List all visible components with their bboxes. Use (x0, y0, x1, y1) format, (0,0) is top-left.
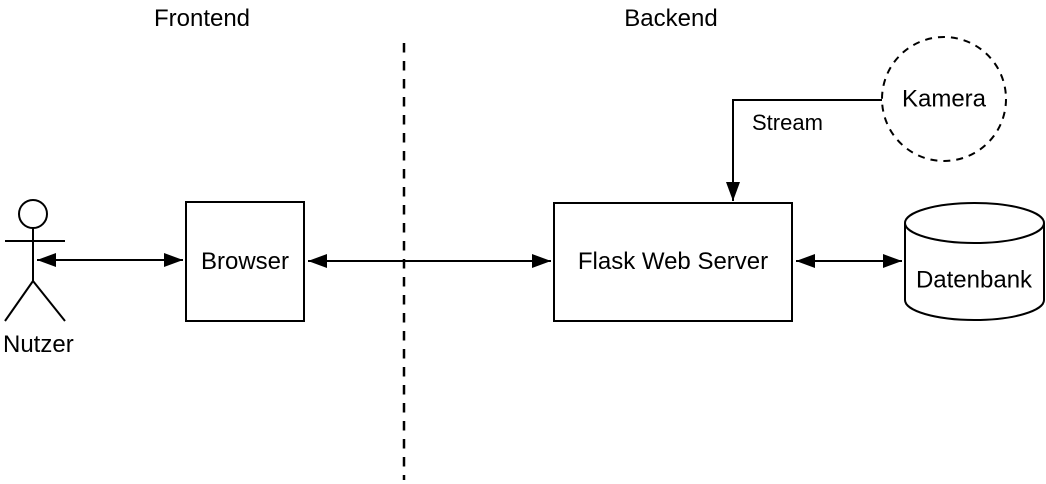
cylinder-body (904, 223, 1045, 321)
actor-head (18, 199, 48, 229)
cylinder-top (904, 202, 1045, 244)
edge-kamera-flask-stream-arrow (726, 99, 882, 201)
nutzer-node-label: Nutzer (3, 331, 74, 358)
backend-zone-label: Backend (624, 5, 718, 32)
stream-edge-label: Stream (752, 110, 823, 135)
datenbank-cylinder (904, 202, 1045, 321)
nutzer-actor-figure (4, 199, 66, 322)
browser-node-label: Browser (200, 247, 290, 275)
actor-left-leg (4, 280, 34, 322)
flask-web-server-node-label: Flask Web Server (577, 248, 769, 275)
kamera-node-label: Kamera (901, 85, 987, 113)
datenbank-node-label: Datenbank (915, 266, 1033, 294)
browser-node: Browser (185, 201, 305, 322)
actor-right-leg (32, 280, 66, 322)
frontend-zone-label: Frontend (153, 5, 251, 32)
kamera-node-circle (881, 36, 1007, 162)
flask-web-server-node: Flask Web Server (553, 202, 793, 322)
